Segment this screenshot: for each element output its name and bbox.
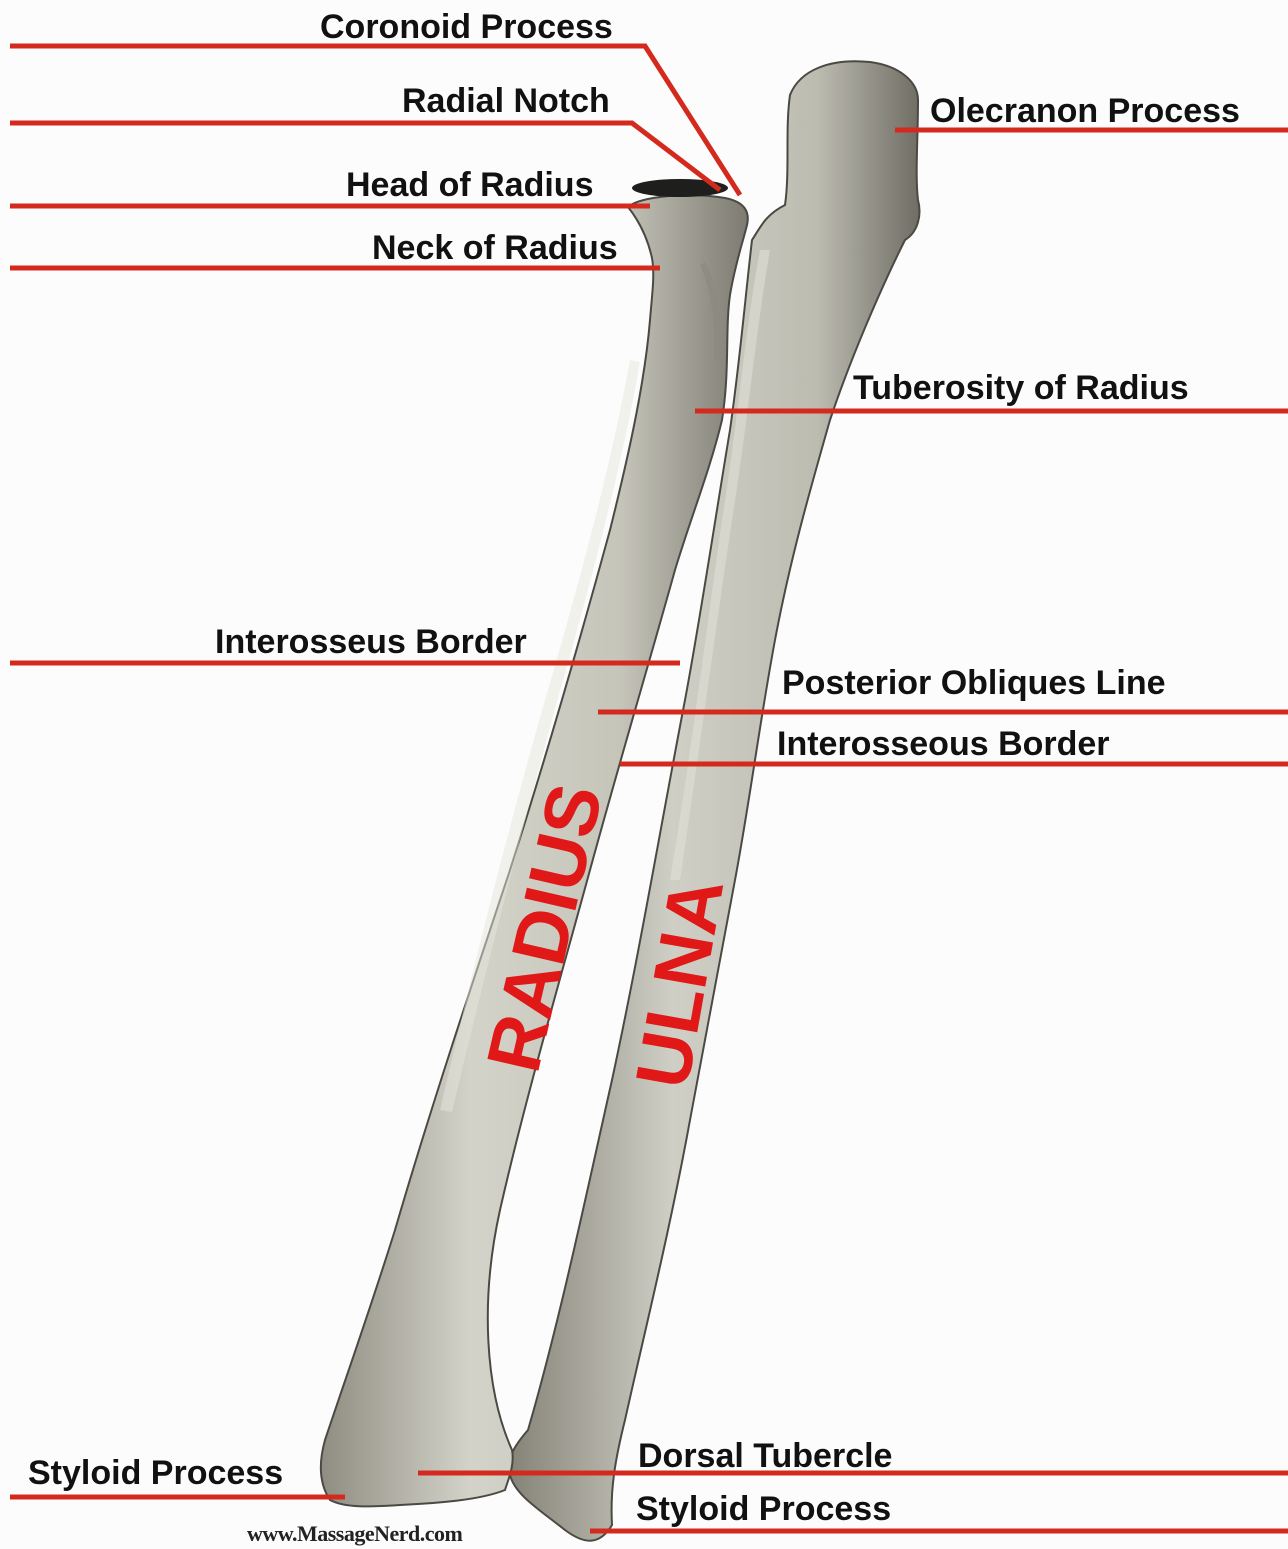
label-interosseous-border: Interosseous Border	[777, 727, 1110, 761]
label-interosseus-border: Interosseus Border	[215, 625, 527, 659]
label-tuberosity-of-radius: Tuberosity of Radius	[853, 371, 1189, 405]
site-credit: www.MassageNerd.com	[247, 1523, 462, 1545]
label-coronoid-process: Coronoid Process	[320, 10, 613, 44]
label-styloid-process-ulna: Styloid Process	[636, 1492, 891, 1526]
label-posterior-obliques-line: Posterior Obliques Line	[782, 666, 1166, 700]
label-neck-of-radius: Neck of Radius	[372, 231, 618, 265]
label-dorsal-tubercle: Dorsal Tubercle	[638, 1439, 892, 1473]
label-radial-notch: Radial Notch	[402, 84, 610, 118]
label-olecranon-process: Olecranon Process	[930, 94, 1240, 128]
label-styloid-process-radius: Styloid Process	[28, 1456, 283, 1490]
label-head-of-radius: Head of Radius	[346, 168, 593, 202]
